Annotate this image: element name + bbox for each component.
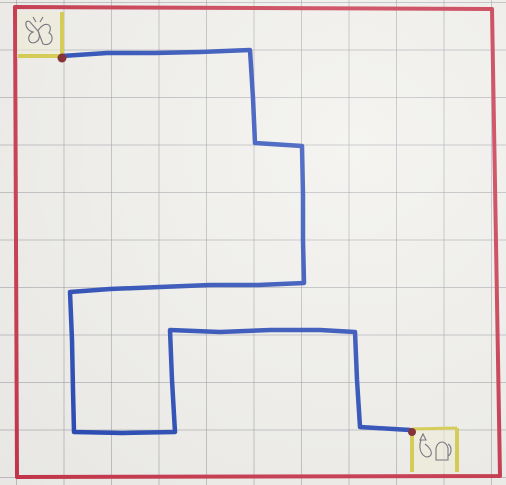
- start-box: [17, 12, 63, 57]
- end-box: [411, 428, 458, 473]
- red-border-frame: [15, 7, 500, 477]
- start-marker-dot: [58, 54, 67, 63]
- solution-path: [62, 50, 410, 433]
- end-marker-dot: [408, 428, 416, 436]
